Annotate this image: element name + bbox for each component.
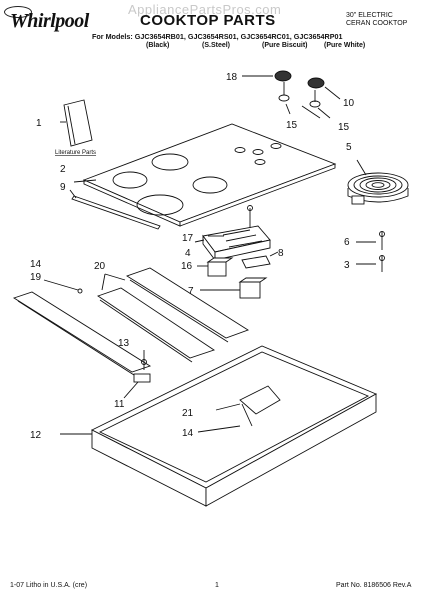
control-knob (242, 70, 292, 102)
callout-16: 16 (181, 261, 193, 272)
bracket-part-8 (241, 251, 279, 269)
category-line-1: 30" ELECTRIC (346, 12, 393, 19)
bracket-rails (97, 267, 250, 363)
screw-part-6 (356, 231, 385, 250)
category-line-2: CERAN COOKTOP (346, 20, 408, 27)
callout-14-top: 14 (30, 259, 42, 270)
callout-8: 8 (278, 248, 284, 259)
brand-logo: Whirlpool (10, 10, 89, 32)
callout-10: 10 (343, 98, 355, 109)
switch-part-7 (200, 277, 268, 299)
callout-4: 4 (185, 248, 191, 259)
callout-11: 11 (114, 399, 125, 410)
screw-part-3 (356, 255, 385, 272)
callout-5: 5 (346, 142, 352, 153)
finish-biscuit: (Pure Biscuit) (262, 42, 308, 49)
callout-19: 19 (30, 272, 42, 283)
footer-part-number: Part No. 8186506 Rev.A (336, 582, 412, 589)
product-category: 30" ELECTRIC CERAN COOKTOP (346, 12, 407, 28)
side-rail (12, 279, 152, 376)
callout-6: 6 (344, 237, 350, 248)
callout-9: 9 (60, 182, 66, 193)
footer-litho: 1-07 Litho in U.S.A. (cre) (10, 582, 88, 589)
footer-page-number: 1 (215, 582, 219, 589)
literature-book (60, 99, 93, 147)
model-list: For Models: GJC3654RB01, GJC3654RS01, GJ… (92, 32, 343, 41)
callout-20: 20 (94, 261, 106, 272)
callout-3: 3 (344, 260, 350, 271)
callout-17: 17 (182, 233, 194, 244)
literature-parts-label: Literature Parts (55, 150, 96, 156)
switch-part-16 (197, 257, 234, 277)
callout-21: 21 (182, 408, 194, 419)
callout-15-left: 15 (286, 120, 298, 131)
whirlpool-logo-swirl (4, 6, 32, 18)
control-knob-right (307, 77, 341, 108)
callout-18: 18 (226, 72, 238, 83)
page-title: COOKTOP PARTS (140, 12, 276, 29)
callout-7: 7 (188, 286, 194, 297)
callout-14-bottom: 14 (182, 428, 194, 439)
finish-black: (Black) (146, 42, 170, 49)
callout-15-right: 15 (338, 122, 350, 133)
control-board (202, 205, 271, 262)
watermark: AppliancePartsPros.com (128, 2, 282, 17)
glass-cooktop (82, 123, 337, 227)
surface-element (347, 159, 409, 205)
callout-2: 2 (60, 164, 66, 175)
trim-strip (71, 195, 161, 230)
callout-13: 13 (118, 338, 130, 349)
callout-1: 1 (36, 118, 42, 129)
finish-white: (Pure White) (324, 42, 366, 49)
small-bracket (123, 350, 151, 399)
finish-steel: (S.Steel) (202, 42, 231, 49)
bottom-pan (60, 345, 378, 507)
callout-12: 12 (30, 430, 42, 441)
